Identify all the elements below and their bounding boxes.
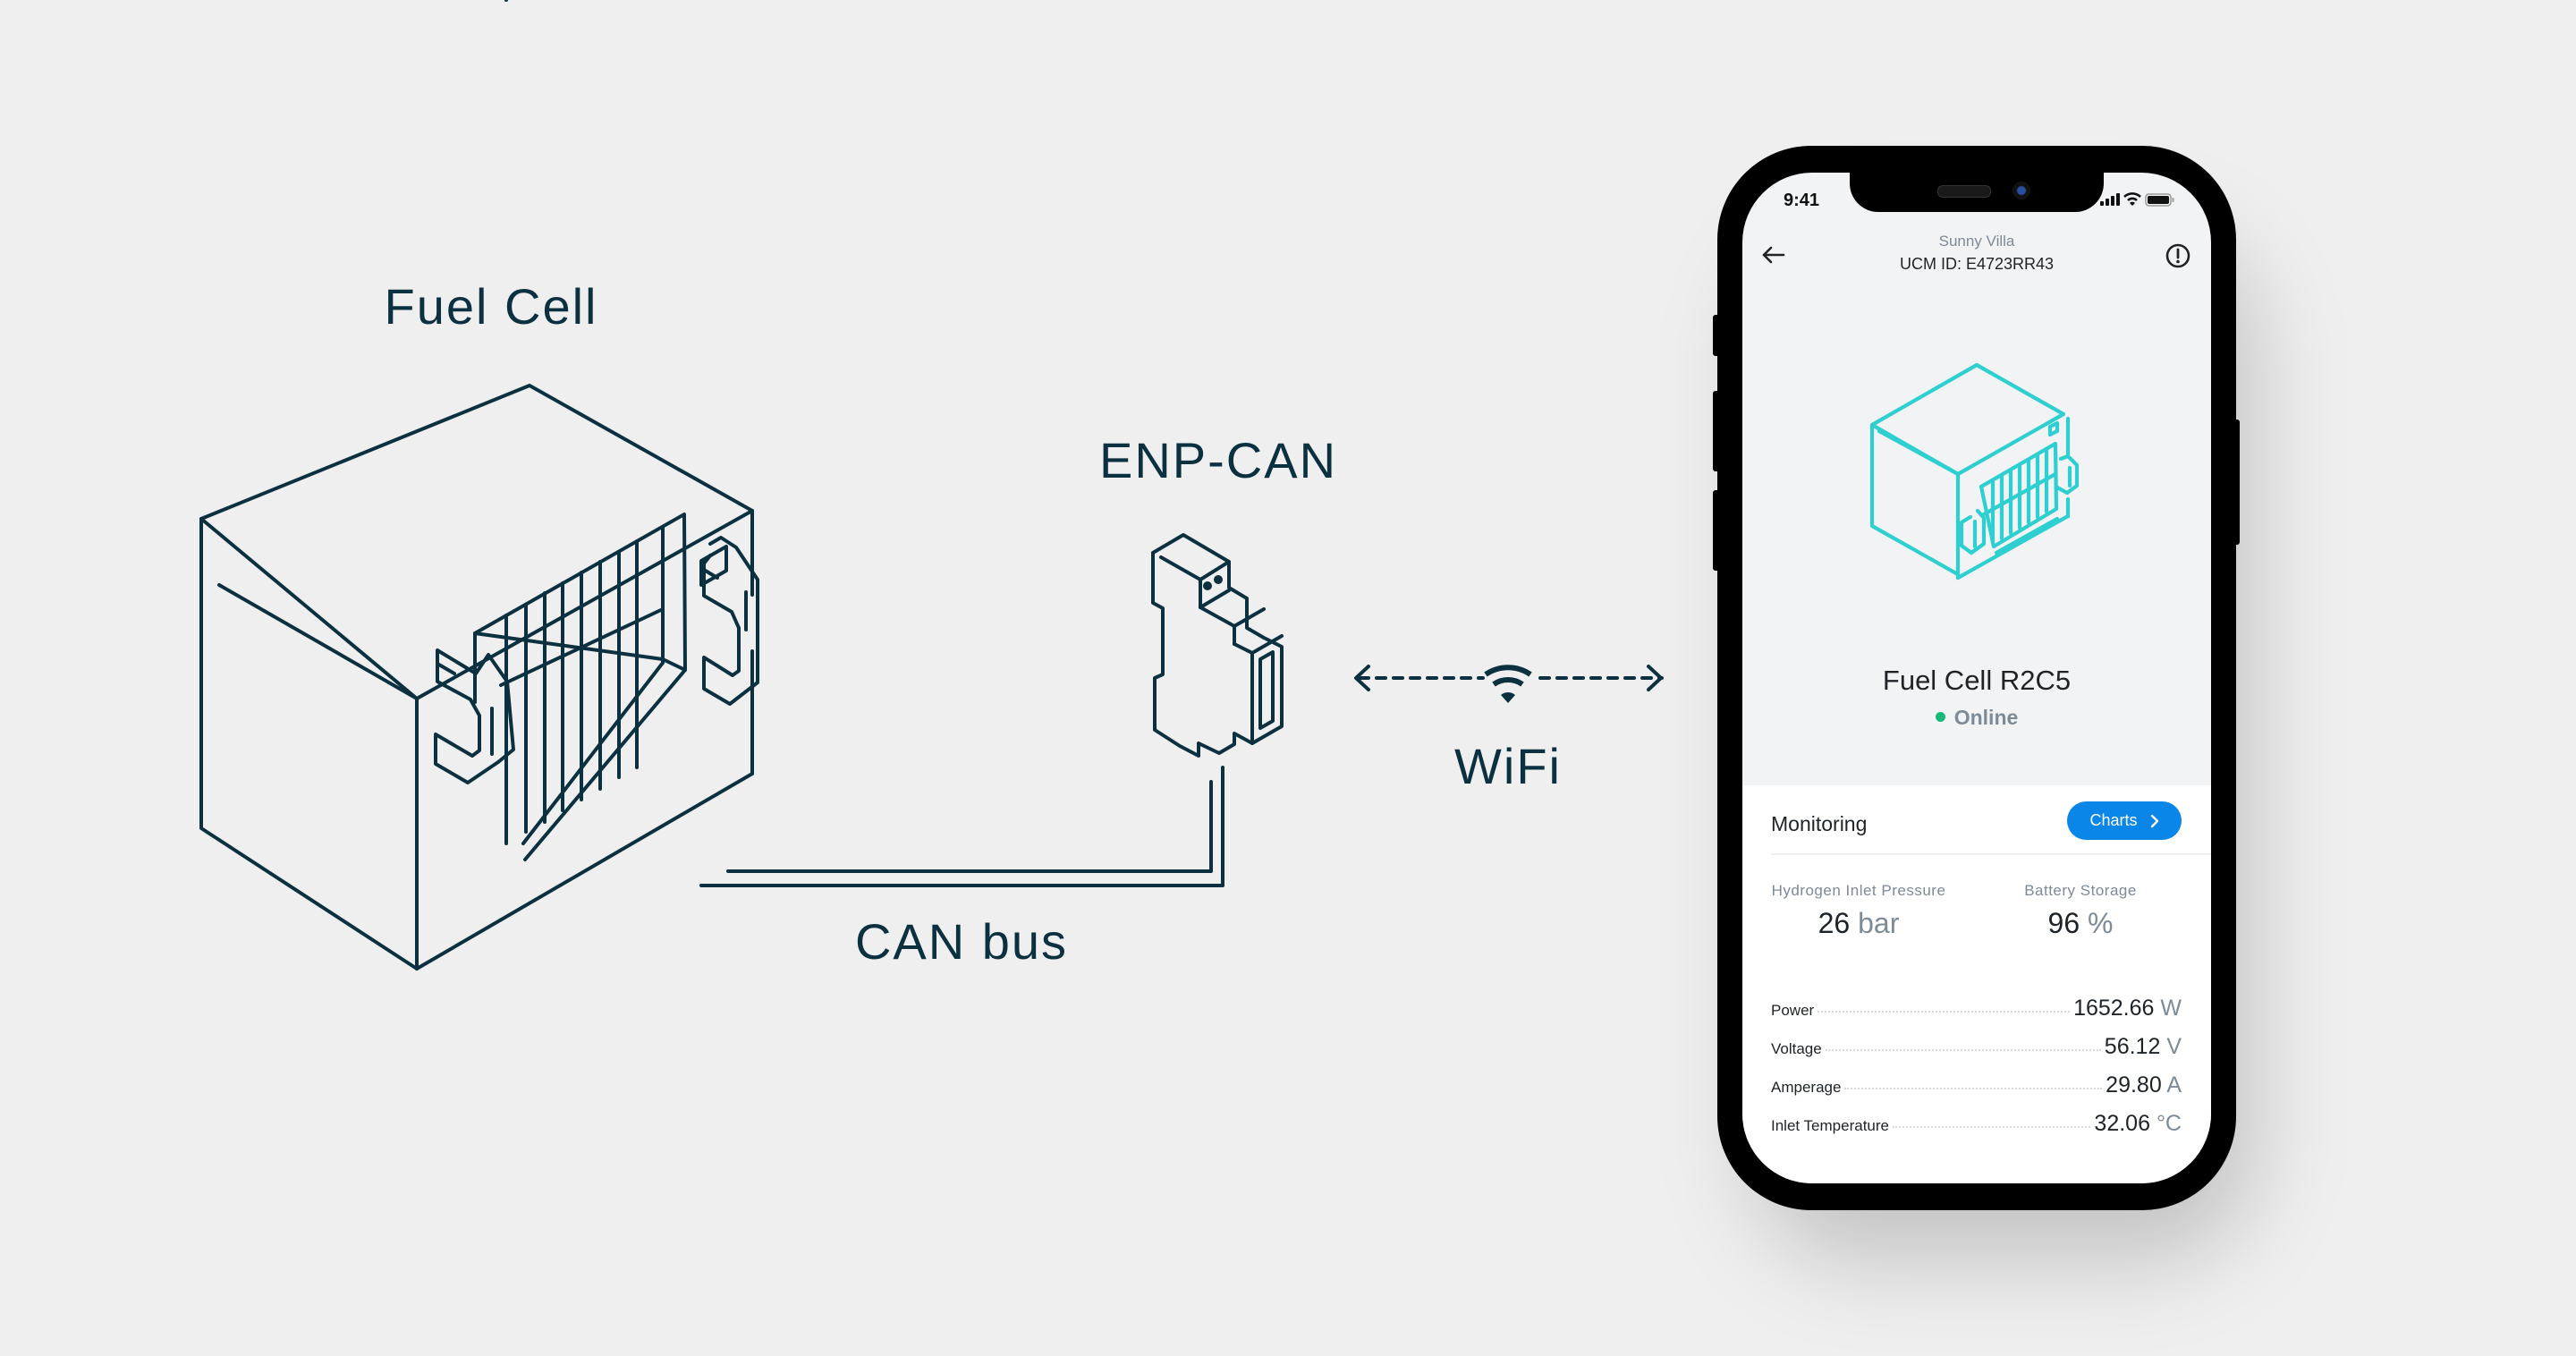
metric-row-amperage: Amperage 29.80 A <box>1771 1072 2182 1098</box>
status-time: 9:41 <box>1784 191 1820 210</box>
speaker <box>1937 185 1991 198</box>
fuel-cell-device-icon <box>1869 362 2080 581</box>
front-camera <box>2012 182 2030 199</box>
can-bus-cable <box>699 766 1224 887</box>
volume-up-button <box>1713 391 1720 471</box>
kpi-battery-storage: Battery Storage 96 % <box>1973 882 2188 940</box>
online-dot-icon <box>1935 712 1945 723</box>
dotted-leader <box>1892 1126 2091 1128</box>
charts-button[interactable]: Charts <box>2067 801 2182 840</box>
kpi-label: Hydrogen Inlet Pressure <box>1771 882 1946 899</box>
kpi-hydrogen-pressure: Hydrogen Inlet Pressure 26 bar <box>1751 882 1966 940</box>
device-name: Fuel Cell R2C5 <box>1882 665 2072 696</box>
monitoring-card: Monitoring Charts Hydrogen Inlet Pressur… <box>1742 785 2211 1183</box>
mute-switch <box>1713 315 1720 356</box>
back-arrow-icon[interactable] <box>1760 244 1787 266</box>
fuel-cell-label: Fuel Cell <box>384 278 598 335</box>
card-divider <box>1771 853 2211 855</box>
metric-row-inlet-temperature: Inlet Temperature 32.06 °C <box>1771 1111 2182 1136</box>
phone-frame: 9:41 <box>1717 146 2236 1210</box>
wifi-label: WiFi <box>1454 738 1562 794</box>
metric-row-voltage: Voltage 56.12 V <box>1771 1034 2182 1059</box>
dotted-leader <box>1844 1088 2103 1089</box>
alert-icon[interactable] <box>2165 242 2191 269</box>
enp-can-label: ENP-CAN <box>1098 432 1338 488</box>
dotted-leader <box>1825 1049 2101 1051</box>
wifi-link <box>1354 665 1664 691</box>
notch <box>1850 173 2104 212</box>
metric-row-power: Power 1652.66 W <box>1771 996 2182 1021</box>
phone-screen: 9:41 <box>1742 173 2211 1183</box>
site-name: Sunny Villa <box>1938 233 2015 250</box>
device-status-text: Online <box>1953 706 2019 729</box>
wifi-icon <box>1484 665 1532 703</box>
ucm-id: UCM ID: E4723RR43 <box>1899 255 2055 273</box>
kpi-value: 96 % <box>2047 907 2114 939</box>
metrics-list: Power 1652.66 W Voltage 56.12 V Amperage… <box>1771 996 2182 1149</box>
power-button <box>2233 420 2240 545</box>
signal-icon <box>2100 193 2120 206</box>
charts-button-label: Charts <box>2089 811 2138 829</box>
volume-down-button <box>1713 490 1720 571</box>
chevron-right-icon <box>2150 814 2158 827</box>
enp-can-illustration <box>1151 533 1284 758</box>
dotted-leader <box>1818 1011 2071 1013</box>
kpi-label: Battery Storage <box>2024 882 2137 899</box>
wifi-status-icon <box>2123 192 2141 206</box>
monitoring-title: Monitoring <box>1771 812 1868 835</box>
battery-icon <box>2145 193 2174 207</box>
kpi-value: 26 bar <box>1818 907 1900 939</box>
can-bus-label: CAN bus <box>854 913 1069 970</box>
status-icons <box>2100 192 2174 207</box>
device-status: Online <box>1742 706 2211 730</box>
fuel-cell-illustration <box>199 0 759 970</box>
